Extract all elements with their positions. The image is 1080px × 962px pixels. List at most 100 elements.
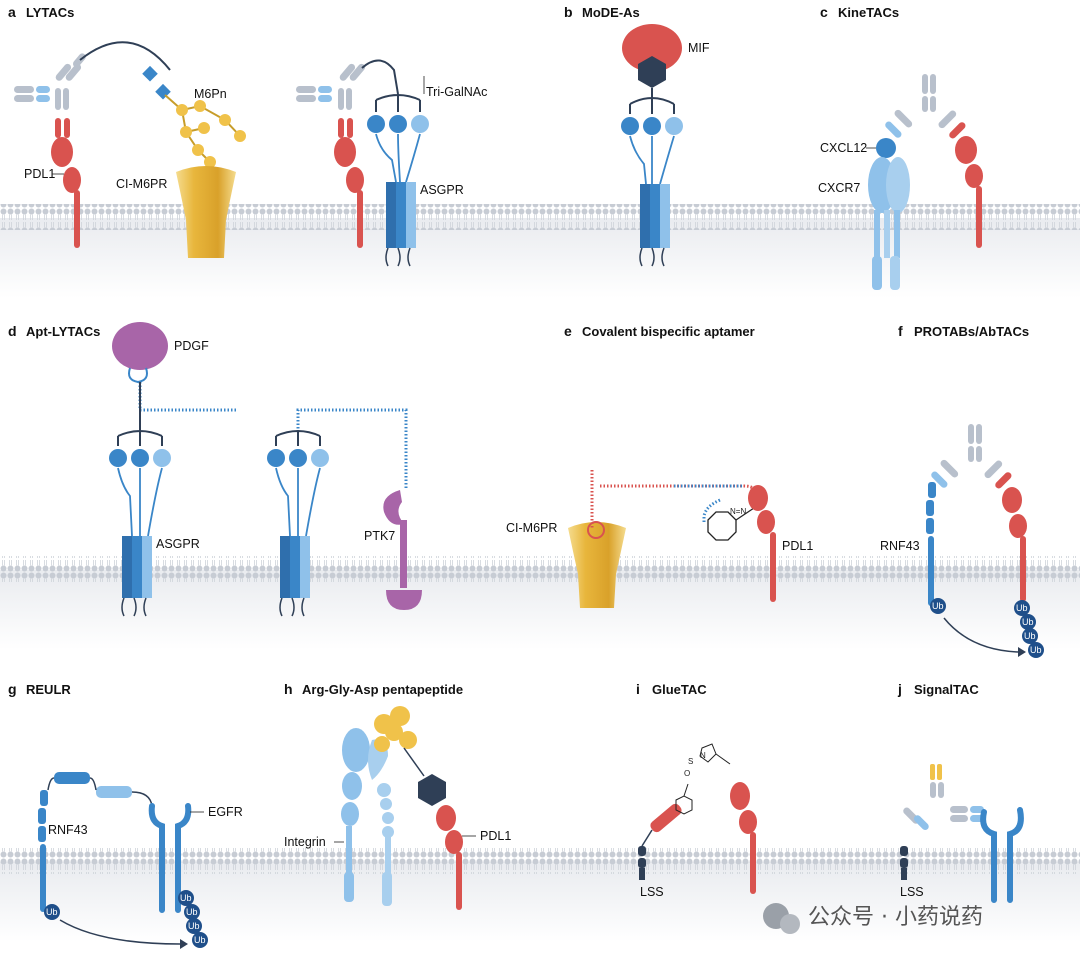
label-integrin: Integrin bbox=[284, 835, 326, 849]
label-pdl1-e: PDL1 bbox=[782, 539, 813, 553]
panel-h-rgd: Integrin PDL1 bbox=[284, 706, 511, 910]
aptamer-strand-2 bbox=[296, 408, 408, 490]
panel-f-title: PROTABs/AbTACs bbox=[914, 324, 1029, 339]
antibody-icon-2 bbox=[296, 63, 366, 110]
label-lss-j: LSS bbox=[900, 885, 924, 899]
ub-label-g2: Ub bbox=[180, 893, 192, 903]
label-asgpr-d: ASGPR bbox=[156, 537, 200, 551]
hexagon-ligand bbox=[638, 56, 666, 88]
panel-j-letter: j bbox=[897, 681, 902, 697]
ub-label-g4: Ub bbox=[188, 921, 200, 931]
panel-f-protabs: RNF43 Ub Ub Ub Ub Ub bbox=[880, 424, 1044, 658]
panel-titles: a LYTACs b MoDE-As c KineTACs d Apt-LYTA… bbox=[8, 4, 1029, 697]
ub-label-f1: Ub bbox=[932, 601, 944, 611]
panel-d-letter: d bbox=[8, 323, 17, 339]
watermark-text: 公众号 · 小药说药 bbox=[808, 905, 983, 930]
antibody-icon-3 bbox=[885, 74, 966, 139]
ub-label-f3: Ub bbox=[1022, 617, 1034, 627]
pdl1-target bbox=[51, 118, 81, 248]
panel-i-letter: i bbox=[636, 681, 640, 697]
lss-chain-i bbox=[638, 829, 653, 880]
label-asgpr-a: ASGPR bbox=[420, 183, 464, 197]
ptk7-receptor bbox=[383, 490, 422, 610]
label-rnf43-f: RNF43 bbox=[880, 539, 920, 553]
antibody-icon-j bbox=[903, 782, 984, 831]
panel-h-letter: h bbox=[284, 681, 293, 697]
panel-h-title: Arg-Gly-Asp pentapeptide bbox=[302, 682, 463, 697]
target-red-f bbox=[1002, 487, 1027, 602]
diabody-linker bbox=[47, 772, 153, 807]
panel-g-letter: g bbox=[8, 681, 17, 697]
chem-label-s: S bbox=[688, 757, 693, 766]
ub-label-g5: Ub bbox=[194, 935, 206, 945]
panel-b-modeas: MIF bbox=[621, 24, 710, 267]
integrin-receptor bbox=[341, 728, 394, 906]
label-pdl1-h: PDL1 bbox=[480, 829, 511, 843]
rgd-peptide bbox=[374, 706, 417, 752]
label-rnf43-g: RNF43 bbox=[48, 823, 88, 837]
mif-protein bbox=[622, 24, 682, 72]
transfer-arrow-g bbox=[59, 919, 181, 945]
target-red-i bbox=[730, 782, 757, 894]
ub-label-g3: Ub bbox=[186, 907, 198, 917]
panel-j-signaltac: LSS bbox=[900, 764, 1024, 903]
panel-b-title: MoDE-As bbox=[582, 5, 640, 20]
antibody-icon-f bbox=[931, 424, 1012, 489]
egfr-receptor bbox=[148, 803, 192, 913]
label-cxcr7: CXCR7 bbox=[818, 181, 860, 195]
panel-g-reulr: RNF43 EGFR Ub Ub Ub Ub Ub bbox=[38, 772, 243, 949]
label-pdl1-a: PDL1 bbox=[24, 167, 55, 181]
hexagon-ligand-h bbox=[418, 774, 446, 806]
lss-chain-j bbox=[900, 846, 908, 880]
panel-d-aptlytacs: PDGF ASGPR PTK7 bbox=[109, 322, 422, 617]
panel-g-title: REULR bbox=[26, 682, 71, 697]
watermark: 公众号 · 小药说药 bbox=[763, 903, 983, 934]
label-cim6pr-e: CI-M6PR bbox=[506, 521, 557, 535]
panel-j-title: SignalTAC bbox=[914, 682, 979, 697]
label-trigalnac: Tri-GalNAc bbox=[426, 85, 487, 99]
panel-e-covalent: N=N CI-M6PR PDL1 bbox=[506, 470, 813, 608]
panel-c-title: KineTACs bbox=[838, 5, 899, 20]
pdl1-target-2 bbox=[334, 118, 364, 248]
membrane-row-2 bbox=[0, 556, 1080, 650]
panel-a-letter: a bbox=[8, 4, 16, 20]
ub-label-g1: Ub bbox=[46, 907, 58, 917]
panel-d-title: Apt-LYTACs bbox=[26, 324, 100, 339]
target-red-c bbox=[955, 136, 983, 248]
label-egfr: EGFR bbox=[208, 805, 243, 819]
rnf43-receptor-g bbox=[38, 790, 48, 912]
rnf43-receptor-f bbox=[926, 482, 936, 606]
pdl1-target-e bbox=[748, 485, 776, 602]
ub-label-f2: Ub bbox=[1016, 603, 1028, 613]
panel-a-lytacs: PDL1 M6Pn bbox=[14, 41, 487, 267]
label-ptk7: PTK7 bbox=[364, 529, 395, 543]
pdl1-target-h bbox=[436, 805, 463, 910]
panel-f-letter: f bbox=[898, 323, 903, 339]
ub-label-f5: Ub bbox=[1030, 645, 1042, 655]
panel-c-letter: c bbox=[820, 4, 828, 20]
pdgf-protein bbox=[112, 322, 168, 370]
panel-e-letter: e bbox=[564, 323, 572, 339]
chem-structure-i: O S N bbox=[675, 743, 731, 815]
antibody-icon bbox=[14, 53, 86, 110]
cxcl12-chemokine bbox=[876, 138, 896, 158]
tri-galnac-asgpr bbox=[367, 115, 429, 267]
m6pn-glycan bbox=[142, 65, 246, 168]
membrane-row-1 bbox=[0, 204, 1080, 298]
panel-a-title: LYTACs bbox=[26, 5, 74, 20]
chem-triazole: N=N bbox=[730, 507, 746, 516]
panel-i-gluetac: O S N LSS bbox=[638, 743, 757, 899]
label-cxcl12: CXCL12 bbox=[820, 141, 867, 155]
ub-label-f4: Ub bbox=[1024, 631, 1036, 641]
transfer-arrow-f bbox=[943, 617, 1019, 653]
chem-label-n: N bbox=[700, 751, 706, 760]
ubiquitin-chain-f: Ub Ub Ub Ub Ub bbox=[930, 598, 1044, 658]
cxcr7-receptor bbox=[868, 157, 910, 290]
ubiquitin-chain-g: Ub Ub Ub Ub Ub bbox=[44, 890, 208, 948]
chem-label-o: O bbox=[684, 769, 690, 778]
cim6pr-receptor bbox=[176, 166, 236, 258]
panel-c-kinetacs: CXCL12 CXCR7 bbox=[818, 74, 983, 290]
panel-e-title: Covalent bispecific aptamer bbox=[582, 324, 755, 339]
label-mif: MIF bbox=[688, 41, 710, 55]
